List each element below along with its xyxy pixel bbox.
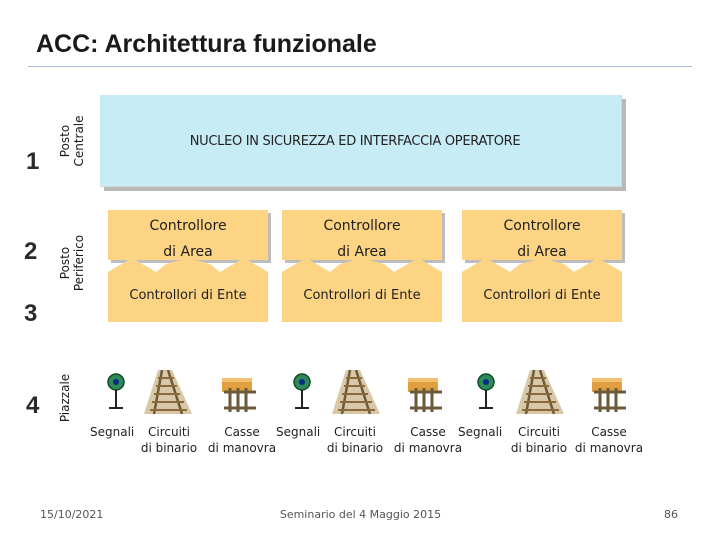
field-label-segnali: Segnali [276, 425, 321, 439]
field-label-circuiti: Circuiti di binario [510, 425, 568, 455]
ente-controllers-shape [282, 258, 442, 322]
area-controller-subtitle: di Area [517, 244, 567, 260]
ente-controllers-label: Controllori di Ente [483, 288, 601, 303]
point-machine-icon [222, 378, 256, 412]
point-machine-icon [408, 378, 442, 412]
title-divider [28, 66, 692, 67]
field-label-casse: Casse di manovra [574, 425, 644, 455]
footer-page-number: 86 [664, 508, 678, 521]
track-circuit-icon [332, 370, 380, 414]
area-controller-1: Controllore di Area Controllori di Ente [108, 210, 268, 322]
nucleo-label: NUCLEO IN SICUREZZA ED INTERFACCIA OPERA… [189, 134, 521, 149]
field-label-circuiti: Circuiti di binario [140, 425, 198, 455]
level-label-posto-periferico: Posto Periferico [58, 234, 86, 292]
area-controller-box [282, 210, 442, 260]
point-machine-icon [592, 378, 626, 412]
area-controller-2: Controllore di Area Controllori di Ente [282, 210, 442, 322]
page-title: ACC: Architettura funzionale [36, 30, 377, 58]
area-controller-subtitle: di Area [337, 244, 387, 260]
area-controller-subtitle: di Area [163, 244, 213, 260]
field-label-segnali: Segnali [90, 425, 135, 439]
area-controller-3: Controllore di Area Controllori di Ente [462, 210, 622, 322]
area-controller-box [462, 210, 622, 260]
signal-icon [293, 373, 311, 409]
area-controller-title: Controllore [149, 218, 227, 234]
field-label-casse: Casse di manovra [207, 425, 277, 455]
ente-controllers-label: Controllori di Ente [303, 288, 421, 303]
field-label-segnali: Segnali [458, 425, 503, 439]
ente-controllers-shape [462, 258, 622, 322]
field-label-circuiti: Circuiti di binario [326, 425, 384, 455]
footer-date: 15/10/2021 [40, 508, 104, 521]
signal-icon [107, 373, 125, 409]
track-circuit-icon [144, 370, 192, 414]
area-controller-box [108, 210, 268, 260]
footer-event: Seminario del 4 Maggio 2015 [279, 508, 442, 521]
ente-controllers-shape [108, 258, 268, 322]
level-label-piazzale: Piazzale [58, 373, 72, 423]
field-label-casse: Casse di manovra [393, 425, 463, 455]
nucleo-box [100, 95, 622, 187]
ente-controllers-label: Controllori di Ente [129, 288, 247, 303]
area-controller-title: Controllore [323, 218, 401, 234]
signal-icon [477, 373, 495, 409]
level-number-4: 4 [26, 392, 40, 419]
level-number-3: 3 [24, 300, 38, 327]
level-number-1: 1 [26, 148, 40, 175]
area-controller-title: Controllore [503, 218, 581, 234]
track-circuit-icon [516, 370, 564, 414]
level-number-2: 2 [24, 238, 38, 265]
